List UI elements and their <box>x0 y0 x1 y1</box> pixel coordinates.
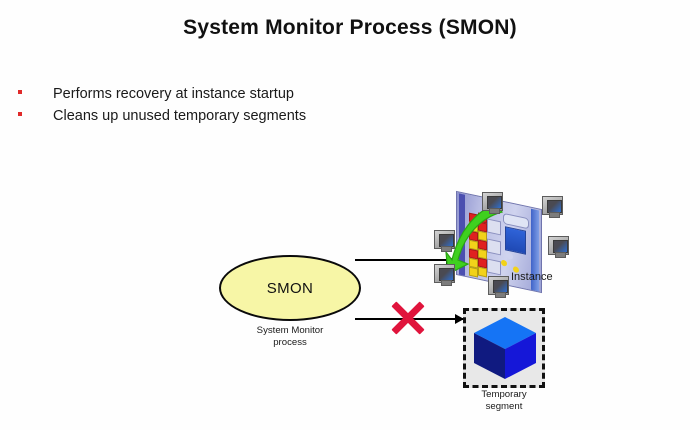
smon-caption-line-1: System Monitor <box>256 325 324 336</box>
bullet-text: Cleans up unused temporary segments <box>53 108 307 124</box>
instance-node-label: Instance <box>511 271 553 283</box>
bullet-text: Performs recovery at instance startup <box>53 86 294 102</box>
instance-server-icon <box>432 190 582 298</box>
temp-caption-line-1: Temporary <box>481 389 527 400</box>
bullet-marker-icon <box>18 90 22 94</box>
temp-caption-line-2: segment <box>485 401 523 412</box>
monitor-icon <box>482 192 503 214</box>
smon-process-node: SMON <box>219 255 361 321</box>
page-title: System Monitor Process (SMON) <box>183 16 517 39</box>
smon-caption-line-2: process <box>273 337 307 348</box>
smon-node-caption: System Monitor process <box>222 325 358 349</box>
list-item: Cleans up unused temporary segments <box>14 108 434 129</box>
monitor-icon <box>488 276 509 298</box>
list-item: Performs recovery at instance startup <box>14 86 434 107</box>
bullet-marker-icon <box>18 112 22 116</box>
blue-cube-icon <box>470 313 540 383</box>
bullet-list: Performs recovery at instance startup Cl… <box>14 86 434 130</box>
monitor-icon <box>542 196 563 218</box>
monitor-icon <box>434 264 455 286</box>
blocked-x-icon <box>390 300 426 336</box>
monitor-icon <box>548 236 569 258</box>
monitor-icon <box>434 230 455 252</box>
smon-node-label: SMON <box>266 279 314 297</box>
temp-segment-caption: Temporary segment <box>455 389 553 413</box>
